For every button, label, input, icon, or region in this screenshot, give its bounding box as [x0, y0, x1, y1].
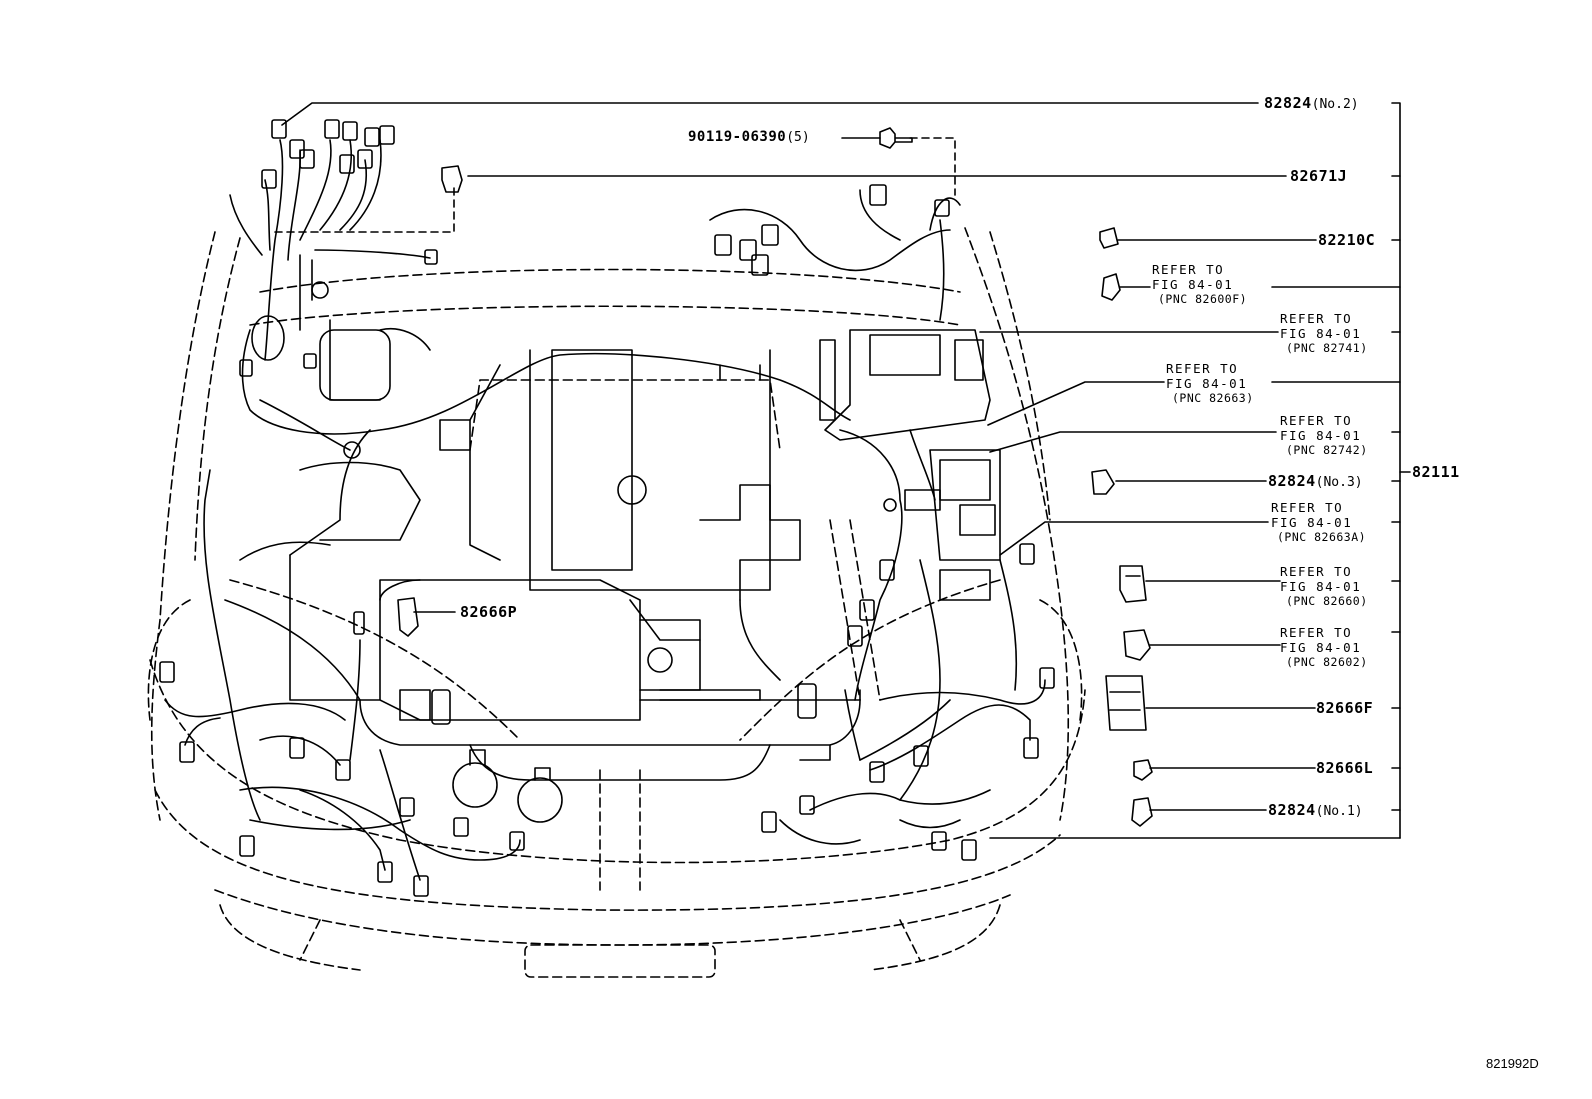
part-label-82824-no1: 82824(No.1): [1268, 801, 1363, 819]
refer-pnc: (PNC 82663A): [1277, 530, 1367, 544]
refer-line: REFER TO: [1280, 311, 1353, 326]
part-label-82210C: 82210C: [1318, 231, 1375, 249]
refer-fig: FIG 84-01: [1280, 326, 1362, 341]
refer-fig: FIG 84-01: [1152, 277, 1234, 292]
refer-fig: FIG 84-01: [1280, 579, 1362, 594]
refer-line: REFER TO: [1152, 262, 1225, 277]
refer-fig: FIG 84-01: [1280, 428, 1362, 443]
part-label-82671J: 82671J: [1290, 167, 1347, 185]
junction-block: [819, 329, 1001, 601]
part-code: 82666P: [460, 603, 518, 621]
part-code: 82111: [1412, 463, 1460, 481]
holder-82602-icon: [1123, 629, 1151, 661]
car-body-outline: [147, 227, 1086, 978]
harness-connectors: [159, 119, 1055, 897]
part-label-82824-no3: 82824(No.3): [1268, 472, 1363, 490]
part-suffix: (No.2): [1311, 97, 1359, 112]
refer-pnc: (PNC 82660): [1286, 594, 1368, 608]
part-code: 90119-06390: [688, 129, 787, 145]
bolt-icon: [879, 127, 913, 149]
refer-note-82741: REFER TO FIG 84-01 (PNC 82741): [1280, 311, 1368, 356]
engine-block: [239, 319, 861, 823]
block-82660-icon: [1119, 565, 1147, 603]
part-icons: [397, 127, 1153, 827]
refer-note-82600F: REFER TO FIG 84-01 (PNC 82600F): [1152, 262, 1247, 307]
refer-pnc: (PNC 82663): [1172, 391, 1254, 405]
figure-number: 821992D: [1486, 1056, 1539, 1071]
refer-line: REFER TO: [1271, 500, 1344, 515]
refer-fig: FIG 84-01: [1280, 640, 1362, 655]
callout-dashed-leaders: [269, 137, 956, 233]
part-code: 82824: [1264, 94, 1312, 112]
refer-line: REFER TO: [1280, 564, 1353, 579]
refer-note-82663: REFER TO FIG 84-01 (PNC 82663): [1166, 361, 1254, 406]
refer-fig: FIG 84-01: [1271, 515, 1353, 530]
part-code: 82671J: [1290, 167, 1348, 185]
callout-leaders: [281, 102, 1411, 839]
clip-82824-no3-icon: [1091, 469, 1115, 495]
refer-note-82663A: REFER TO FIG 84-01 (PNC 82663A): [1271, 500, 1366, 545]
part-label-82666P: 82666P: [460, 603, 517, 621]
clamp-82671J-icon: [441, 165, 463, 193]
refer-note-82742: REFER TO FIG 84-01 (PNC 82742): [1280, 413, 1368, 458]
part-suffix: (5): [786, 130, 810, 145]
fuse-block-82666F-icon: [1105, 675, 1147, 731]
relay-82600F-icon: [1101, 273, 1121, 301]
refer-pnc: (PNC 82602): [1286, 655, 1368, 669]
refer-note-82660: REFER TO FIG 84-01 (PNC 82660): [1280, 564, 1368, 609]
refer-note-82602: REFER TO FIG 84-01 (PNC 82602): [1280, 625, 1368, 670]
refer-line: REFER TO: [1166, 361, 1239, 376]
clip-82824-no1-icon: [1131, 797, 1153, 827]
refer-pnc: (PNC 82600F): [1158, 292, 1248, 306]
part-label-82666L: 82666L: [1316, 759, 1373, 777]
part-label-82824-no2: 82824(No.2): [1264, 94, 1359, 112]
part-label-82666F: 82666F: [1316, 699, 1373, 717]
clip-82210C-icon: [1099, 227, 1119, 249]
part-code: 82824: [1268, 472, 1316, 490]
refer-pnc: (PNC 82741): [1286, 341, 1368, 355]
refer-pnc: (PNC 82742): [1286, 443, 1368, 457]
fuse-82666L-icon: [1133, 759, 1153, 781]
part-code: 82666L: [1316, 759, 1374, 777]
part-suffix: (No.1): [1315, 804, 1363, 819]
part-code: 82666F: [1316, 699, 1374, 717]
part-code: 82210C: [1318, 231, 1376, 249]
refer-line: REFER TO: [1280, 413, 1353, 428]
refer-line: REFER TO: [1280, 625, 1353, 640]
part-code: 82824: [1268, 801, 1316, 819]
clamp-82666P-icon: [397, 597, 419, 637]
refer-fig: FIG 84-01: [1166, 376, 1248, 391]
part-label-90119-06390: 90119-06390(5): [688, 129, 810, 145]
part-label-82111: 82111: [1412, 463, 1460, 481]
part-suffix: (No.3): [1315, 475, 1363, 490]
